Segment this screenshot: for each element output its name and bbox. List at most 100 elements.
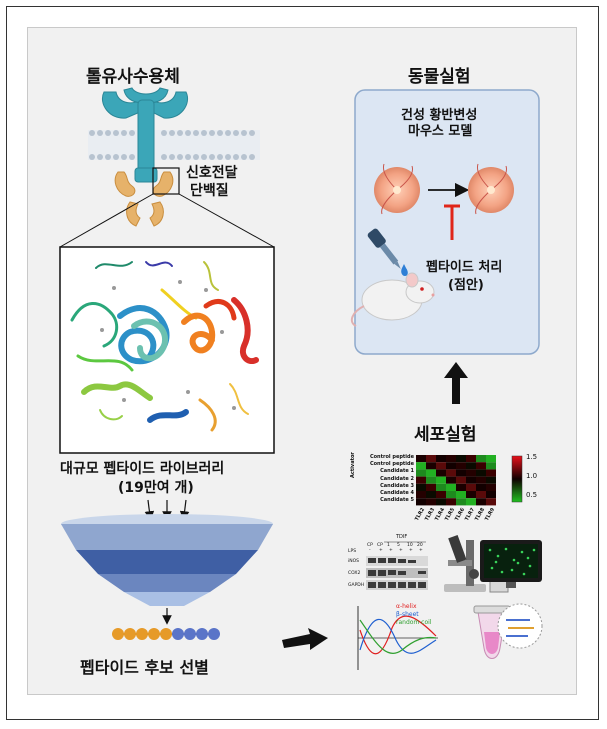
western-row-label: GAPDH	[348, 583, 364, 588]
heatmap-cell	[416, 484, 426, 491]
peptide-beads-icon	[112, 628, 220, 640]
heatmap-cell	[446, 484, 456, 491]
signal-protein-label-1: 신호전달	[186, 162, 238, 182]
western-blot-icon	[366, 556, 428, 590]
heatmap-cell	[476, 462, 486, 469]
western-lps-sign: +	[409, 548, 413, 553]
heatmap-cell	[476, 477, 486, 484]
heatmap-cell	[486, 484, 496, 491]
signal-protein-label-2: 단백질	[190, 180, 229, 200]
heatmap-cell	[436, 462, 446, 469]
heatmap-cell	[476, 455, 486, 462]
arrow-to-cell	[282, 628, 328, 650]
heatmap-cell	[416, 469, 426, 476]
zoom-line-right	[179, 194, 274, 247]
candidate-selection-title: 펩타이드 후보 선별	[80, 654, 209, 678]
heatmap-cell	[436, 491, 446, 498]
heatmap-row-label: Candidate 5	[380, 497, 414, 503]
heatmap-cell	[426, 455, 436, 462]
western-lps-sign: +	[389, 548, 393, 553]
heatmap-cell	[476, 491, 486, 498]
western-lps-sign: +	[399, 548, 403, 553]
heatmap-cell	[486, 462, 496, 469]
heatmap-cell	[436, 455, 446, 462]
peptide-treatment-label-1: 펩타이드 처리	[426, 256, 502, 275]
heatmap-cell	[446, 491, 456, 498]
library-label-1: 대규모 펩타이드 라이브러리	[60, 458, 224, 478]
membrane-icon	[88, 130, 260, 160]
heatmap-cell	[426, 498, 436, 505]
western-lps-sign: -	[369, 548, 371, 553]
heatmap-cell	[416, 477, 426, 484]
heatmap-cell	[486, 491, 496, 498]
funnel-input-arrow-1	[148, 500, 150, 516]
heatmap-cell	[486, 455, 496, 462]
heatmap-cell	[456, 462, 466, 469]
scale-label-high: 1.5	[526, 453, 537, 461]
heatmap-cell	[436, 498, 446, 505]
scale-label-mid: 1.0	[526, 472, 537, 480]
heatmap-cell	[466, 477, 476, 484]
peptide-treatment-label-2: (점안)	[448, 274, 484, 293]
cd-legend-sheet: β-sheet	[396, 611, 419, 618]
receptor-title: 톨유사수용체	[86, 62, 180, 87]
heatmap-cell	[446, 469, 456, 476]
heatmap-cell	[476, 469, 486, 476]
heatmap-cell	[426, 469, 436, 476]
heatmap-cell	[476, 484, 486, 491]
heatmap-cell	[416, 455, 426, 462]
heatmap-cell	[436, 477, 446, 484]
heatmap-cell	[426, 477, 436, 484]
western-lps-sign: +	[379, 548, 383, 553]
heatmap-cell	[446, 462, 456, 469]
heatmap-cell	[456, 455, 466, 462]
funnel-input-arrow-3	[184, 500, 186, 516]
heatmap-cell	[416, 491, 426, 498]
monitor-icon	[480, 540, 542, 588]
heatmap-chart	[416, 455, 496, 505]
heatmap-side-label: Activator	[350, 452, 356, 478]
heatmap-row-label: Control peptide	[370, 454, 414, 460]
heatmap-cell	[446, 498, 456, 505]
western-row-label: iNOS	[348, 559, 359, 564]
heatmap-cell	[466, 469, 476, 476]
tube-icon	[474, 604, 542, 659]
heatmap-cell	[456, 469, 466, 476]
arrow-to-animal	[444, 362, 468, 404]
heatmap-cell	[486, 498, 496, 505]
heatmap-cell	[416, 498, 426, 505]
heatmap-cell	[466, 484, 476, 491]
heatmap-cell	[456, 484, 466, 491]
heatmap-row-label: Control peptide	[370, 461, 414, 467]
western-lps-sign: +	[419, 548, 423, 553]
heatmap-cell	[436, 484, 446, 491]
library-label-2: (19만여 개)	[118, 477, 194, 497]
heatmap-cell	[466, 491, 476, 498]
heatmap-cell	[436, 469, 446, 476]
heatmap-cell	[416, 462, 426, 469]
heatmap-color-scale	[512, 456, 522, 502]
cd-legend-helix: α-helix	[396, 603, 417, 610]
heatmap-row-label: Candidate 4	[380, 490, 414, 496]
funnel-icon	[61, 514, 273, 606]
heatmap-cell	[446, 455, 456, 462]
heatmap-cell	[426, 491, 436, 498]
heatmap-cell	[486, 477, 496, 484]
heatmap-cell	[456, 491, 466, 498]
heatmap-cell	[466, 462, 476, 469]
mouse-model-label-2: 마우스 모델	[408, 120, 472, 139]
heatmap-row-label: Candidate 1	[380, 468, 414, 474]
cd-legend-coil: random coil	[396, 619, 431, 626]
scale-label-low: 0.5	[526, 491, 537, 499]
cell-experiment-title: 세포실험	[414, 420, 477, 445]
western-row-label: COX2	[348, 571, 360, 576]
heatmap-row-label: Candidate 3	[380, 483, 414, 489]
western-header: TDIF	[396, 534, 407, 540]
heatmap-cell	[446, 477, 456, 484]
heatmap-cell	[476, 498, 486, 505]
western-row-label: LPS	[348, 549, 356, 554]
heatmap-cell	[486, 469, 496, 476]
animal-experiment-title: 동물실험	[408, 62, 471, 87]
heatmap-cell	[426, 484, 436, 491]
heatmap-cell	[426, 462, 436, 469]
